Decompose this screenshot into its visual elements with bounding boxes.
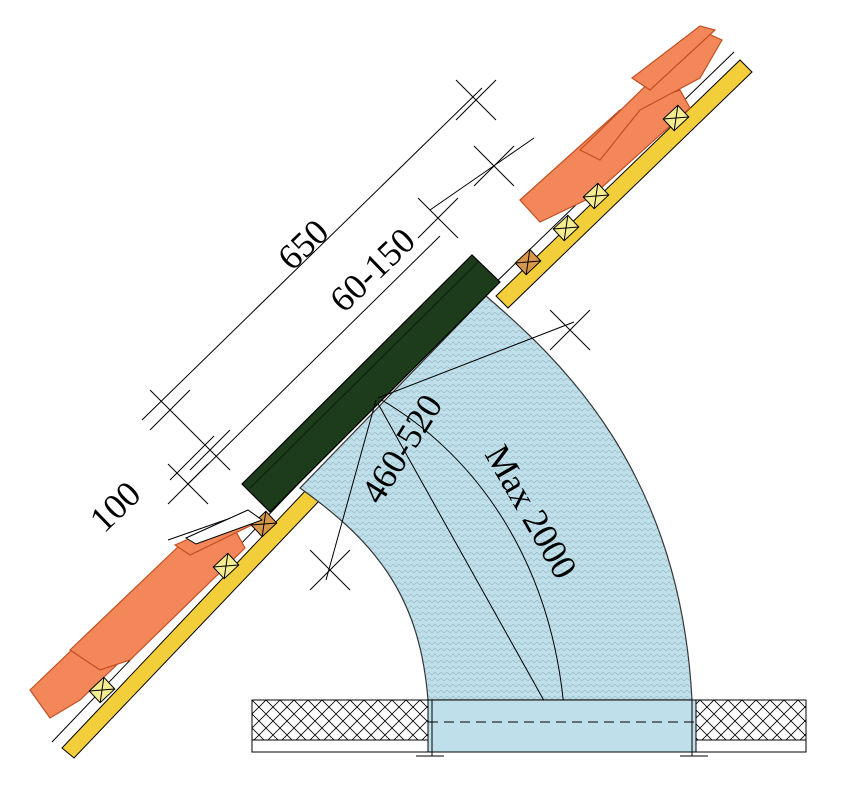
batten-cross-icon: [514, 248, 542, 276]
skylight-cap: [184, 254, 501, 545]
dimension-tick-icon: [189, 429, 231, 471]
roof-tiles-lower: [29, 511, 264, 719]
batten-cross-icon: [662, 104, 690, 132]
batten-cross-icon: [582, 182, 610, 210]
dimension-tick-icon: [309, 549, 351, 591]
dimension-tick-icon: [167, 463, 209, 505]
batten-cross-icon: [88, 676, 116, 704]
dimension-tick-icon: [417, 197, 459, 239]
ceiling-board-left: [251, 739, 429, 753]
dim-overall-length: 650: [270, 211, 337, 277]
ceiling-insulation-right: [695, 699, 807, 741]
light-tube: [299, 295, 693, 741]
flashing: [184, 509, 264, 545]
roof-deck-upper: [495, 59, 753, 309]
roof-tile: [519, 89, 691, 223]
dimension-tick-icon: [549, 309, 591, 351]
ceiling-insulation-left: [251, 699, 429, 741]
diffuser: [427, 699, 697, 753]
roof-tile: [630, 25, 717, 91]
dimension-tick-icon: [149, 389, 191, 431]
dim-flashing-height: 60-150: [322, 220, 423, 320]
dimension-lines: [141, 79, 591, 591]
dimension-tick-icon: [455, 79, 497, 121]
ceiling-board-right: [695, 739, 807, 753]
dim-lower-offset: 100: [82, 473, 149, 539]
batten-cross-icon: [212, 552, 240, 580]
skylight-cap-body: [241, 254, 501, 513]
roof-tiles-upper: [519, 25, 723, 223]
dimension-tick-icon: [473, 145, 515, 187]
ceiling: [251, 699, 807, 757]
battens: [88, 104, 690, 704]
batten-cross-icon: [552, 214, 580, 242]
